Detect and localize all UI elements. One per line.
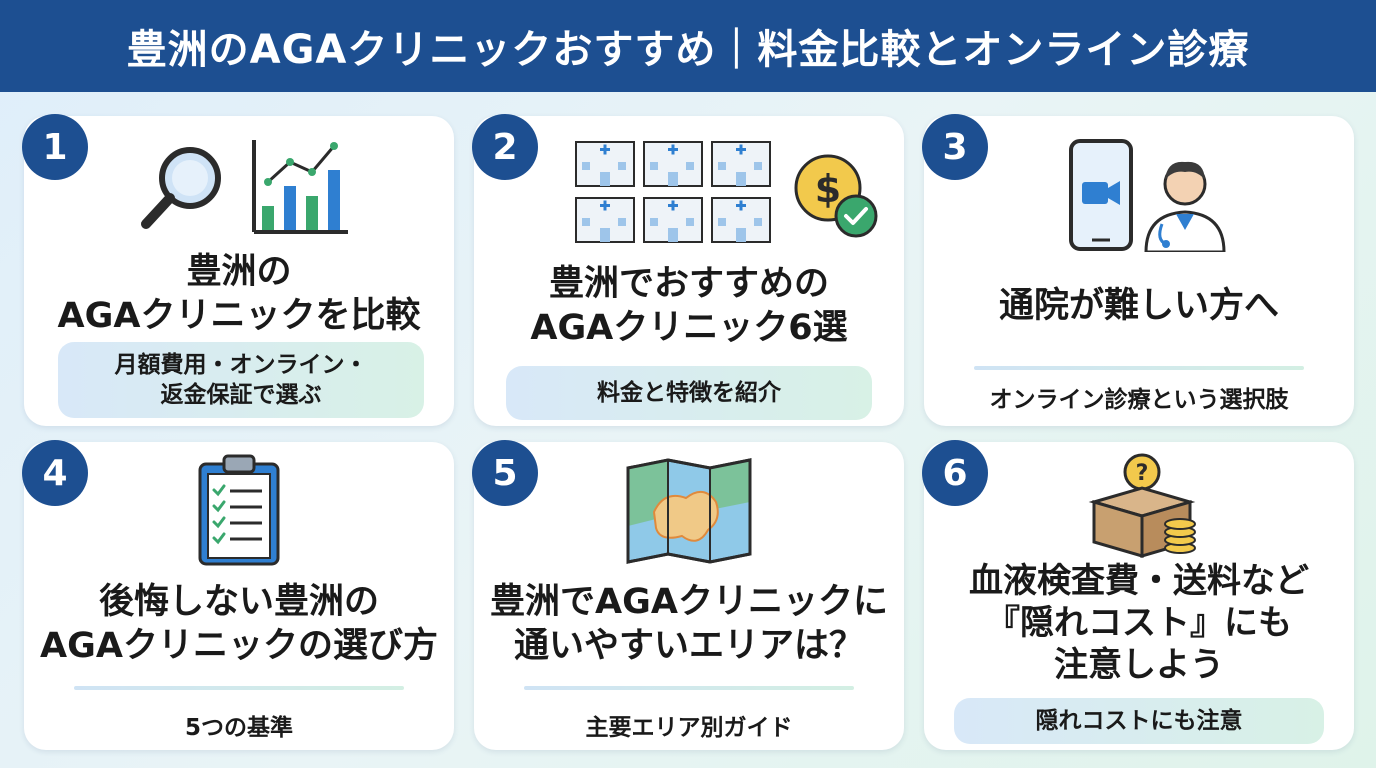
card-divider [524, 686, 854, 690]
smartphone-video-icon [1069, 139, 1133, 251]
magnifier-icon [141, 147, 221, 229]
card-1[interactable]: 1 豊洲の AGAクリニックを比較 月額費用・オンライン・ 返金保証で選ぶ [22, 114, 454, 426]
card-subtext: 5つの基準 [184, 715, 293, 741]
number-badge: 1 [22, 114, 88, 180]
bar-line-chart-icon [252, 140, 348, 234]
box-question-coins-icon: ? [1088, 453, 1196, 558]
card-5[interactable]: 5 豊洲でAGAクリニックに 通いやすいエリアは？ 主要エリア別ガイド [472, 440, 904, 750]
card-divider [74, 686, 404, 690]
svg-text:?: ? [1136, 461, 1149, 486]
card-divider [974, 366, 1304, 370]
clipboard-checklist-icon [198, 454, 280, 566]
card-2[interactable]: 2 $ 豊洲でおすすめの AGAクリニック6選 [472, 114, 904, 426]
card-title: 後悔しない豊洲の AGAクリニックの選び方 [40, 582, 438, 666]
card-pill: 料金と特徴を紹介 [506, 366, 872, 420]
header-banner: 豊洲のAGAクリニックおすすめ｜料金比較とオンライン診療 [0, 0, 1376, 92]
page-title: 豊洲のAGAクリニックおすすめ｜料金比較とオンライン診療 [126, 27, 1250, 73]
clinic-buildings-icon [575, 141, 771, 243]
card-4[interactable]: 4 後悔しない豊洲の AGAクリニックの選び方 5つの基準 [22, 440, 454, 750]
svg-text:$: $ [815, 167, 841, 211]
card-title: 豊洲でおすすめの AGAクリニック6選 [530, 264, 848, 348]
card-title: 通院が難しい方へ [998, 286, 1279, 326]
doctor-icon [1144, 161, 1226, 252]
dollar-coin-check-icon: $ [794, 154, 878, 238]
card-title: 血液検査費・送料など 『隠れコスト』にも 注意しよう [969, 561, 1309, 685]
number-badge: 2 [472, 114, 538, 180]
map-icon [626, 458, 752, 564]
card-title: 豊洲の AGAクリニックを比較 [57, 252, 421, 336]
card-pill: 月額費用・オンライン・ 返金保証で選ぶ [58, 342, 424, 418]
card-title: 豊洲でAGAクリニックに 通いやすいエリアは？ [490, 582, 888, 666]
card-3[interactable]: 3 通院が難しい方へ オンライン診療という選択肢 [922, 114, 1354, 426]
card-pill: 隠れコストにも注意 [954, 698, 1324, 744]
card-subtext: オンライン診療という選択肢 [989, 387, 1289, 413]
card-6[interactable]: 6 ? 血液検査費・送料など 『隠れコスト』にも 注意しよう 隠れコストにも注意 [922, 440, 1354, 750]
number-badge: 5 [472, 440, 538, 506]
number-badge: 4 [22, 440, 88, 506]
number-badge: 3 [922, 114, 988, 180]
number-badge: 6 [922, 440, 988, 506]
card-subtext: 主要エリア別ガイド [585, 715, 793, 741]
